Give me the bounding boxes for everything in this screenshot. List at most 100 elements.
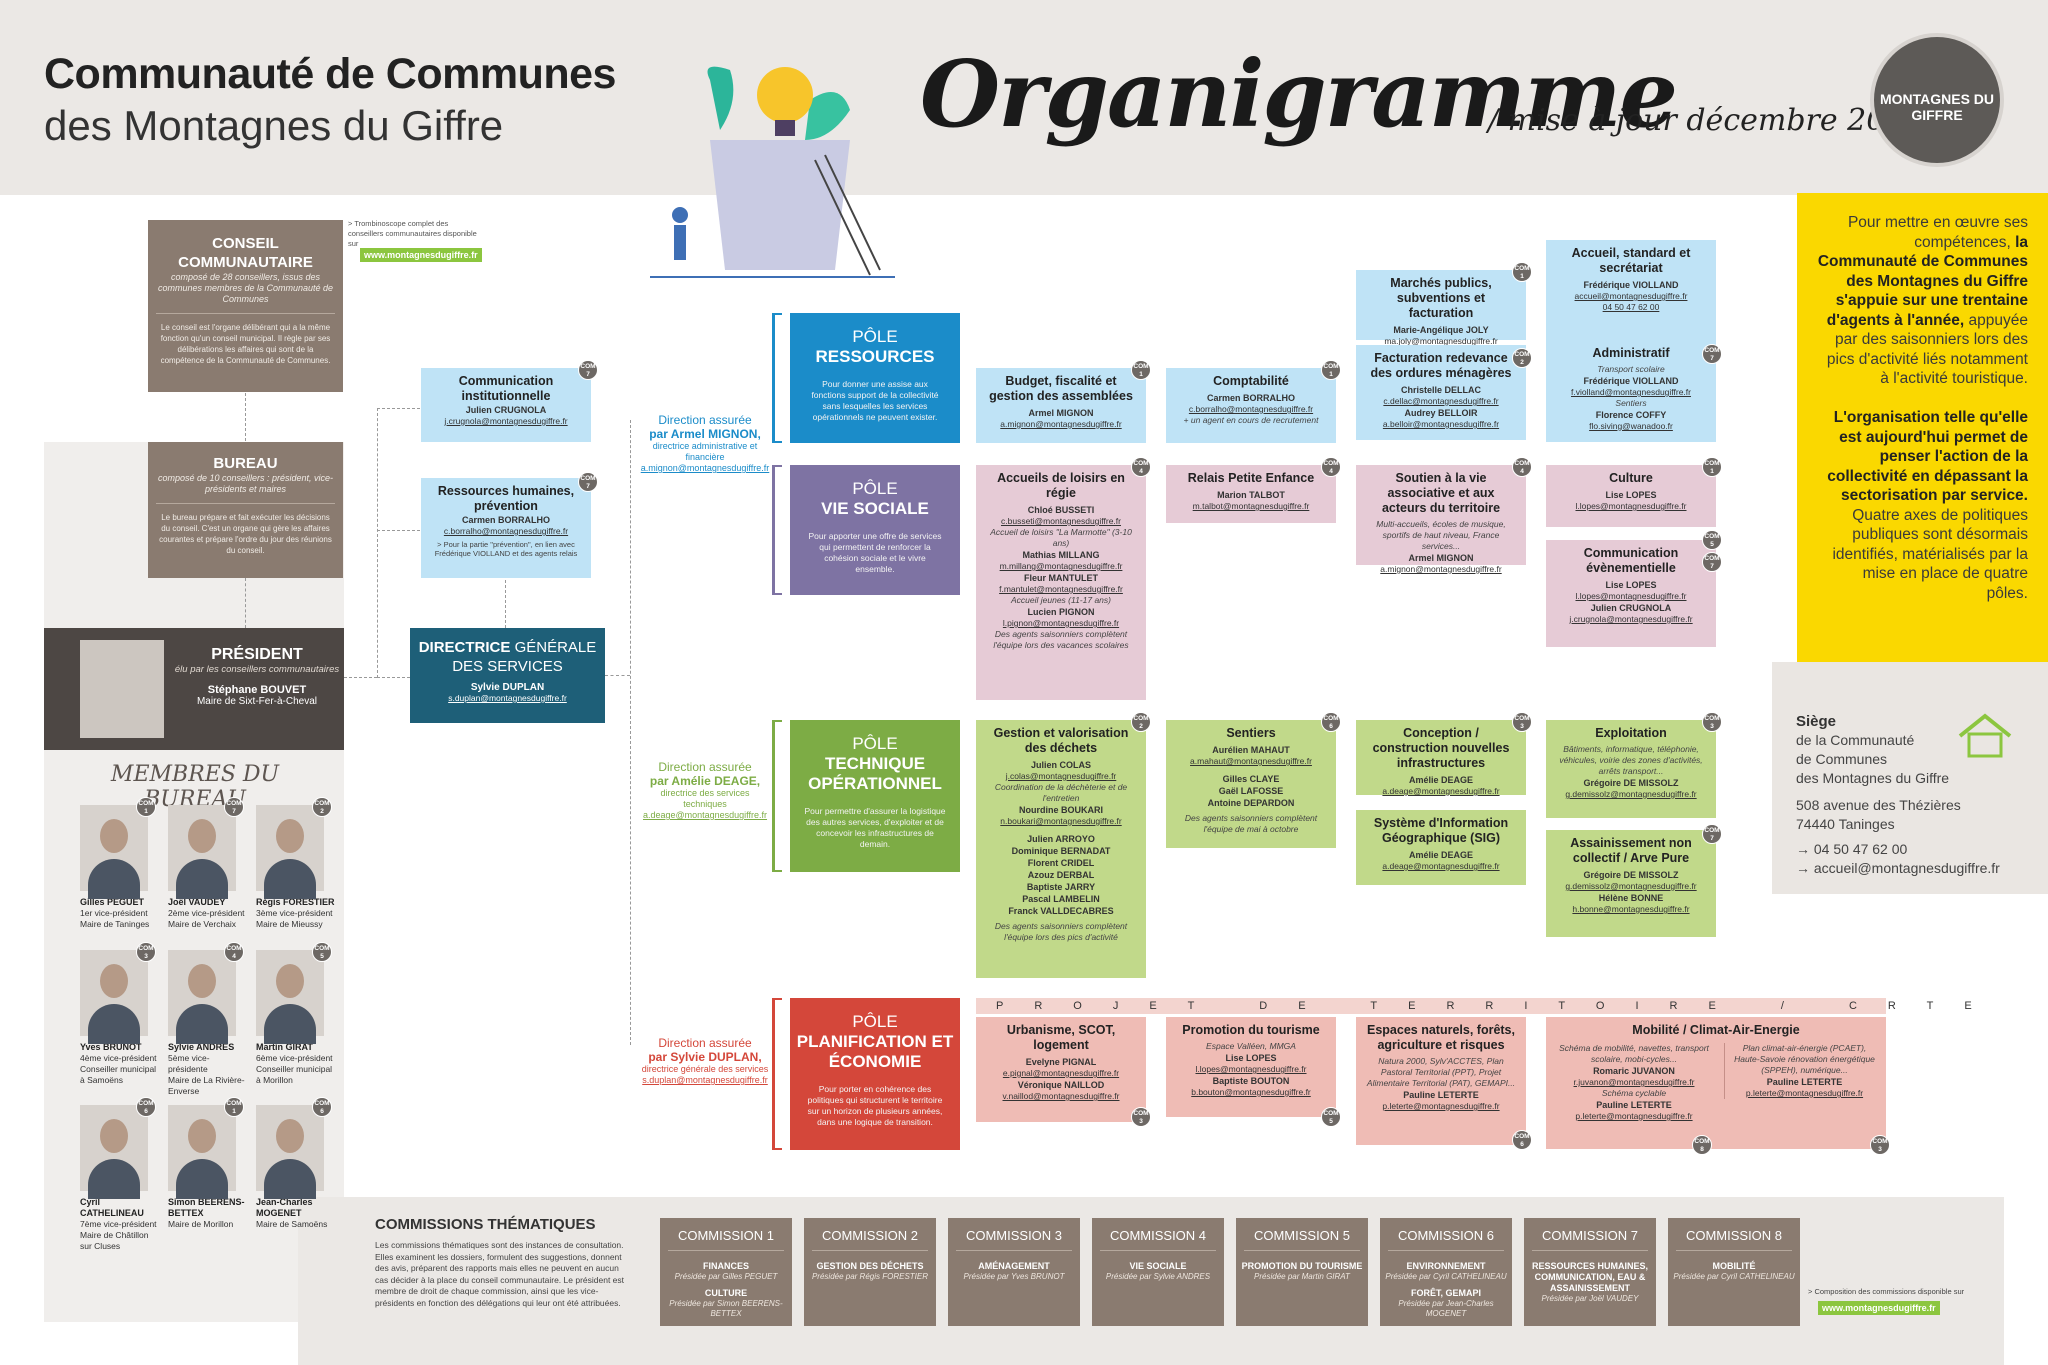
email-link[interactable]: c.borralho@montagnesdugiffre.fr: [1188, 404, 1314, 414]
conseil-link[interactable]: www.montagnesdugiffre.fr: [360, 248, 482, 262]
service-text: Armel MIGNON: [1028, 408, 1094, 418]
pole-desc: Pour permettre d'assurer la logistique d…: [804, 806, 946, 849]
service-text: Aurélien MAHAUT: [1212, 745, 1290, 755]
email-link[interactable]: j.colas@montagnesdugiffre.fr: [1005, 771, 1117, 781]
commission-president: Présidée par Cyril CATHELINEAU: [1385, 1272, 1507, 1281]
update-date: / mise à jour décembre 2022: [1488, 103, 1924, 138]
email-link[interactable]: c.dellac@montagnesdugiffre.fr: [1383, 396, 1499, 406]
direction-line1: Direction assurée: [658, 1036, 752, 1050]
email-link[interactable]: ma.joly@montagnesdugiffre.fr: [1384, 336, 1498, 346]
email-link[interactable]: f.violland@montagnesdugiffre.fr: [1571, 387, 1691, 397]
email-link[interactable]: a.deage@montagnesdugiffre.fr: [1382, 861, 1500, 871]
direction-line2: par Armel MIGNON,: [649, 427, 761, 441]
member-role2: Conseiller municipal à Morillon: [256, 1064, 333, 1085]
dgs-mail[interactable]: s.duplan@montagnesdugiffre.fr: [448, 693, 567, 703]
email-link[interactable]: p.leterte@montagnesdugiffre.fr: [1745, 1088, 1864, 1098]
pole-bracket-tick: [772, 441, 782, 443]
email-link[interactable]: l.lopes@montagnesdugiffre.fr: [1575, 591, 1687, 601]
projet-banner: PROJET DE TERRITOIRE / CRTE: [976, 998, 1972, 1014]
service-text: Plan climat-air-énergie (PCAET), Haute-S…: [1734, 1043, 1875, 1075]
direction-desc: directrice générale des services: [641, 1064, 769, 1074]
email-link[interactable]: g.demissolz@montagnesdugiffre.fr: [1565, 789, 1697, 799]
email-link[interactable]: b.bouton@montagnesdugiffre.fr: [1191, 1087, 1311, 1097]
email-link[interactable]: n.boukari@montagnesdugiffre.fr: [1000, 816, 1122, 826]
service-text: Accueil, standard et secrétariat: [1571, 246, 1691, 275]
email-link[interactable]: g.demissolz@montagnesdugiffre.fr: [1565, 881, 1697, 891]
pole-bracket-tick: [772, 593, 782, 595]
member-role2: Maire de Châtillon sur Cluses: [80, 1230, 149, 1251]
service-text: Mathias MILLANG: [1022, 550, 1100, 560]
member-role2: Maire de Verchaix: [168, 919, 237, 929]
email-link[interactable]: l.lopes@montagnesdugiffre.fr: [1575, 501, 1687, 511]
email-link[interactable]: h.bonne@montagnesdugiffre.fr: [1572, 904, 1690, 914]
email-link[interactable]: a.deage@montagnesdugiffre.fr: [1382, 786, 1500, 796]
email-link[interactable]: m.millang@montagnesdugiffre.fr: [999, 561, 1123, 571]
service-text: Système d'Information Géographique (SIG): [1373, 816, 1509, 845]
email-link[interactable]: p.leterte@montagnesdugiffre.fr: [1382, 1101, 1500, 1111]
email-link[interactable]: m.talbot@montagnesdugiffre.fr: [1192, 501, 1310, 511]
commission-title: COMMISSION 3: [956, 1228, 1072, 1251]
member-name: Joël VAUDEY: [168, 897, 226, 907]
email-link[interactable]: j.crugnola@montagnesdugiffre.fr: [1569, 614, 1693, 624]
email-link[interactable]: 04 50 47 62 00: [1602, 302, 1660, 312]
member-role: 1er vice-président: [80, 908, 148, 918]
member-photo: [168, 950, 236, 1044]
email-link[interactable]: a.mignon@montagnesdugiffre.fr: [1380, 564, 1502, 574]
email-link[interactable]: l.pignon@montagnesdugiffre.fr: [1002, 618, 1120, 628]
com-badge: COM 3: [136, 942, 156, 962]
service-text: Accueils de loisirs en régie: [997, 471, 1125, 500]
president-subtitle: élu par les conseillers communautaires: [174, 664, 340, 675]
commissions-title: COMMISSIONS THÉMATIQUES: [375, 1216, 596, 1233]
email-link[interactable]: e.pignal@montagnesdugiffre.fr: [1002, 1068, 1120, 1078]
member-name: Simon BEERENS-BETTEX: [168, 1197, 245, 1218]
email-link[interactable]: l.lopes@montagnesdugiffre.fr: [1195, 1064, 1307, 1074]
commission-title: COMMISSION 2: [812, 1228, 928, 1251]
member-name: Yves BRUNOT: [80, 1042, 142, 1052]
com-badge: COM 1: [1321, 360, 1341, 380]
email-link[interactable]: r.juvanon@montagnesdugiffre.fr: [1573, 1077, 1695, 1087]
email-link[interactable]: a.mahaut@montagnesdugiffre.fr: [1190, 756, 1312, 766]
email-link[interactable]: f.mantulet@montagnesdugiffre.fr: [999, 584, 1123, 594]
email-link[interactable]: flo.siving@wanadoo.fr: [1589, 421, 1673, 431]
pole-bracket: [772, 465, 775, 595]
email-link[interactable]: p.leterte@montagnesdugiffre.fr: [1575, 1111, 1693, 1121]
conseil-note: > Trombinoscope complet des conseillers …: [348, 219, 477, 248]
commission-president: Présidée par Martin GIRAT: [1254, 1272, 1350, 1281]
commission-name: GESTION DES DÉCHETS: [816, 1261, 924, 1271]
pole-desc: Pour donner une assise aux fonctions sup…: [811, 379, 939, 422]
service-text: Marion TALBOT: [1217, 490, 1285, 500]
service-text: Christelle DELLAC: [1400, 385, 1481, 395]
service-box-marches: Marchés publics, subventions et facturat…: [1356, 270, 1526, 346]
president-title: PRÉSIDENT: [211, 646, 303, 663]
email-link[interactable]: accueil@montagnesdugiffre.fr: [1574, 291, 1688, 301]
team-member: Antoine DEPARDON: [1207, 798, 1295, 808]
dgs-title1: DIRECTRICE: [418, 639, 511, 656]
email-link[interactable]: v.naillod@montagnesdugiffre.fr: [1002, 1091, 1120, 1101]
commissions-note: > Composition des commissions disponible…: [1808, 1287, 1965, 1296]
com-badge: COM 3: [1512, 712, 1532, 732]
com-badge: COM 4: [1321, 457, 1341, 477]
com-badge: COM 6: [1512, 1130, 1532, 1150]
email-link[interactable]: a.belloir@montagnesdugiffre.fr: [1382, 419, 1500, 429]
email-link[interactable]: c.busseti@montagnesdugiffre.fr: [1001, 516, 1121, 526]
commission-president: Présidée par Cyril CATHELINEAU: [1673, 1272, 1795, 1281]
commissions-link[interactable]: www.montagnesdugiffre.fr: [1818, 1301, 1940, 1315]
member-photo: [80, 805, 148, 899]
team-member: Florent CRIDEL: [1027, 858, 1095, 868]
pole-desc: Pour porter en cohérence des politiques …: [807, 1084, 943, 1127]
service-text: Florence COFFY: [1595, 410, 1667, 420]
pole-bracket: [772, 313, 775, 443]
email-link[interactable]: a.mignon@montagnesdugiffre.fr: [1000, 419, 1122, 429]
service-text: Des agents saisonniers complètent l'équi…: [993, 629, 1129, 650]
connector: [505, 580, 506, 628]
service-text: Armel MIGNON: [1408, 553, 1474, 563]
